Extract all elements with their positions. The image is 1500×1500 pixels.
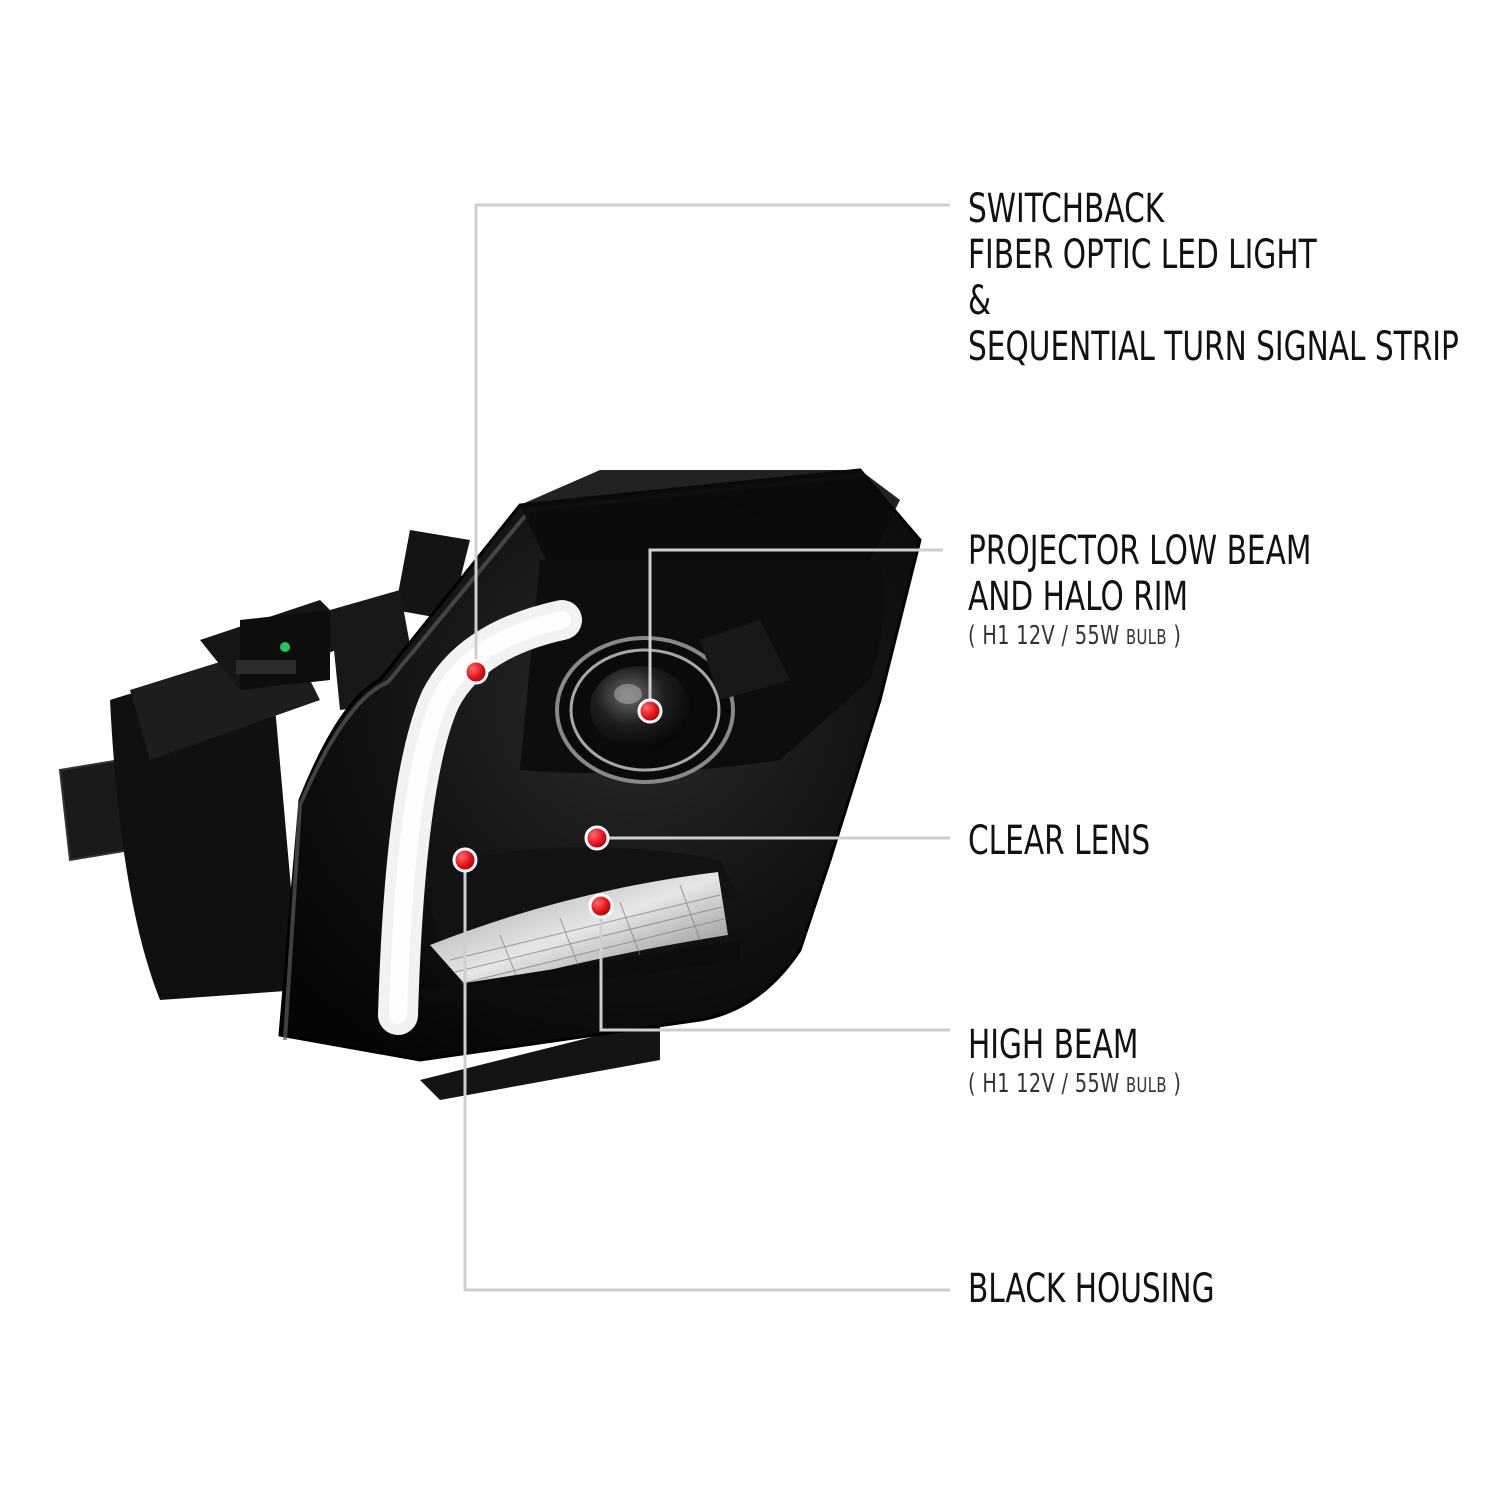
high-beam-reflector <box>420 872 740 1005</box>
switchback-line-2: FIBER OPTIC LED LIGHT <box>968 232 1317 278</box>
clear-lens-line-1: CLEAR LENS <box>968 818 1151 864</box>
housing-line-1: BLACK HOUSING <box>968 1266 1215 1312</box>
marker-switchback <box>463 659 489 685</box>
marker-clear-lens <box>584 825 610 851</box>
leader-switchback <box>474 203 950 670</box>
high-beam-bulb-spec: ( H1 12V / 55W BULB ) <box>968 1068 1181 1101</box>
marker-high-beam <box>588 893 614 919</box>
switchback-line-3: & <box>968 278 992 324</box>
switchback-line-1: SWITCHBACK <box>968 186 1165 232</box>
callout-clear-lens: CLEAR LENS <box>968 818 1150 864</box>
projector-spec-close: ) <box>1166 621 1182 651</box>
high-beam-line-1: HIGH BEAM <box>968 1022 1139 1068</box>
projector-spec-unit: BULB <box>1125 625 1167 649</box>
high-beam-spec-unit: BULB <box>1125 1073 1167 1097</box>
projector-spec-open: ( H1 12V / 55W <box>968 621 1126 651</box>
callout-high-beam: HIGH BEAM ( H1 12V / 55W BULB ) <box>968 1022 1181 1101</box>
marker-housing <box>452 847 478 873</box>
leader-projector <box>648 548 943 710</box>
markers <box>452 659 663 919</box>
callout-black-housing: BLACK HOUSING <box>968 1266 1215 1312</box>
switchback-line-4: SEQUENTIAL TURN SIGNAL STRIP <box>968 324 1459 370</box>
marker-projector <box>637 698 663 724</box>
high-beam-spec-open: ( H1 12V / 55W <box>968 1069 1126 1099</box>
leader-housing <box>463 860 950 1292</box>
high-beam-spec-close: ) <box>1166 1069 1182 1099</box>
leader-lines <box>463 203 950 1292</box>
callout-projector: PROJECTOR LOW BEAM AND HALO RIM ( H1 12V… <box>968 528 1311 653</box>
projector-line-1: PROJECTOR LOW BEAM <box>968 528 1312 574</box>
projector-line-2: AND HALO RIM <box>968 574 1189 620</box>
leader-high-beam <box>599 906 950 1032</box>
callout-switchback: SWITCHBACK FIBER OPTIC LED LIGHT & SEQUE… <box>968 186 1459 370</box>
projector-bulb-spec: ( H1 12V / 55W BULB ) <box>968 620 1311 653</box>
rear-housing <box>58 530 660 1100</box>
